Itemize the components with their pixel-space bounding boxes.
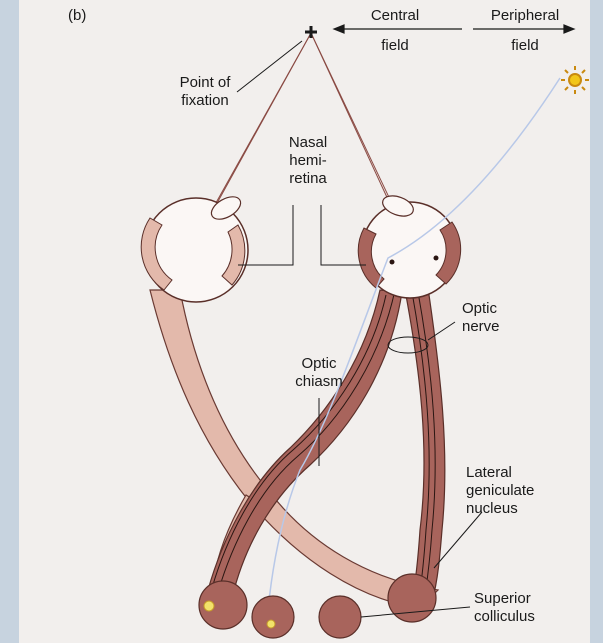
nasal-hemiretina-label: Nasal hemi- retina	[268, 134, 348, 188]
left-eye	[141, 192, 248, 302]
panel-label: (b)	[68, 7, 86, 25]
lateral-geniculate-nucleus-label: Lateral geniculate nucleus	[466, 464, 534, 518]
optic-chiasm-label: Optic chiasm	[280, 355, 358, 391]
lateral-geniculate-left	[199, 581, 247, 629]
sun-icon	[561, 66, 589, 94]
plus-marker-icon	[305, 26, 317, 38]
optic-nerve-label: Optic nerve	[462, 300, 500, 336]
lateral-geniculate-right	[388, 574, 436, 622]
superior-colliculus-label: Superior colliculus	[474, 590, 535, 626]
superior-colliculus-right	[319, 596, 361, 638]
peripheral-field-label: Peripheral field	[470, 7, 580, 55]
central-field-label: Central field	[350, 7, 440, 55]
point-of-fixation-label: Point of fixation	[165, 74, 245, 110]
leader-lines	[237, 41, 482, 617]
superior-colliculus-left	[252, 596, 294, 638]
